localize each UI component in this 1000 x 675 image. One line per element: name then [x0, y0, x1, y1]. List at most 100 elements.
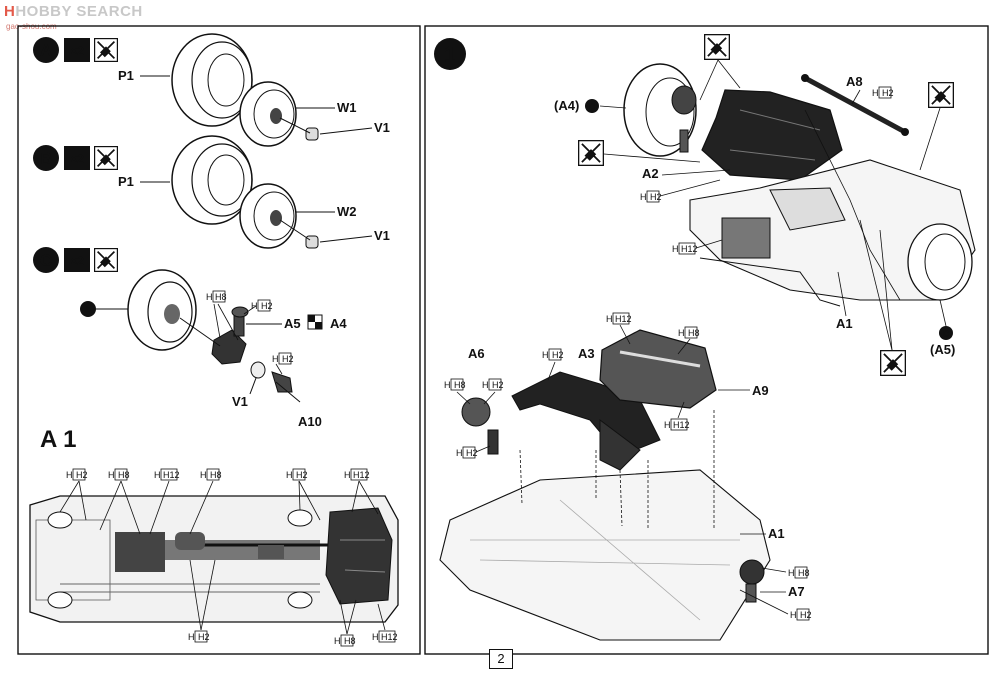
assembly-a-letter: A: [40, 41, 52, 60]
step-number: 1: [444, 42, 456, 67]
label-c-top: C: [589, 102, 596, 112]
paint-h8-c: H8: [215, 292, 227, 302]
svg-text:H8: H8: [118, 470, 130, 480]
svg-text:H: H: [542, 350, 549, 360]
label-a3: A3: [578, 346, 595, 361]
svg-text:H8: H8: [688, 328, 700, 338]
chassis-title: A 1: [40, 426, 76, 453]
svg-text:H: H: [872, 88, 879, 98]
svg-text:H: H: [206, 292, 213, 302]
paint-h2-c2: H2: [282, 354, 294, 364]
svg-text:H: H: [606, 314, 613, 324]
label-v1-a: V1: [374, 120, 390, 135]
cement-icon: [578, 140, 604, 166]
label-a8: A8: [846, 74, 863, 89]
paint-h2-c1: H2: [261, 301, 273, 311]
svg-text:H: H: [664, 420, 671, 430]
paint-a2: H2: [650, 192, 662, 202]
assembly-c: C ×2 A A5 A4 V1 A10 H H8 H H2: [33, 247, 347, 429]
svg-text:H: H: [286, 470, 293, 480]
label-c-bottom: C: [943, 329, 950, 339]
watermark-logo: HHOBBY SEARCH: [4, 3, 143, 20]
cement-icon: [94, 38, 118, 62]
label-a1-top: A1: [836, 316, 853, 331]
watermark-text: HOBBY SEARCH: [15, 3, 143, 20]
label-w2: W2: [337, 204, 357, 219]
svg-text:H12: H12: [353, 470, 370, 480]
label-a7: A7: [788, 584, 805, 599]
cement-icon: [704, 34, 730, 60]
chassis-underside: [29, 495, 399, 623]
wheel-c: [127, 269, 197, 351]
wheel-a: [239, 81, 297, 147]
label-v1-c: V1: [232, 394, 248, 409]
svg-text:H: H: [154, 470, 161, 480]
svg-text:H12: H12: [381, 632, 398, 642]
cement-icon: [94, 248, 118, 272]
tire-a: [171, 33, 253, 127]
label-a4: A4: [330, 316, 347, 331]
sub-ref-a: A: [84, 305, 91, 316]
label-a1-bottom: A1: [768, 526, 785, 541]
front-paint-badges: H H12 H H8 H H8 H H2 H H2 H H2 H H12 H H…: [444, 312, 812, 621]
svg-text:H: H: [334, 636, 341, 646]
svg-text:H8: H8: [344, 636, 356, 646]
wheel-b: [239, 183, 297, 249]
label-a6: A6: [468, 346, 485, 361]
cement-icon: [94, 146, 118, 170]
assembly-c-letter: C: [40, 251, 52, 270]
svg-text:H12: H12: [163, 470, 180, 480]
label-p1-a: P1: [118, 68, 134, 83]
label-p1-b: P1: [118, 174, 134, 189]
front-suspension-assembly: [439, 329, 771, 641]
label-v1-b: V1: [374, 228, 390, 243]
svg-text:H: H: [272, 354, 279, 364]
svg-text:H: H: [251, 301, 258, 311]
assembly-b: B ×2 P1 W2 V1: [33, 135, 390, 249]
svg-text:H2: H2: [492, 380, 504, 390]
rear-suspension-assembly: [623, 63, 976, 307]
assembly-b-letter: B: [40, 149, 52, 168]
svg-text:H: H: [640, 192, 647, 202]
svg-text:H2: H2: [296, 470, 308, 480]
svg-text:H2: H2: [466, 448, 478, 458]
svg-text:H: H: [108, 470, 115, 480]
svg-text:H: H: [66, 470, 73, 480]
tire-b: [171, 135, 253, 225]
svg-text:H12: H12: [615, 314, 632, 324]
label-a4-ref: (A4): [554, 98, 579, 113]
paint-a8: H2: [882, 88, 894, 98]
label-a9: A9: [752, 383, 769, 398]
page-number: 2: [489, 649, 513, 669]
svg-text:H: H: [188, 632, 195, 642]
svg-text:H2: H2: [800, 610, 812, 620]
cement-icon: [880, 350, 906, 376]
svg-text:H: H: [482, 380, 489, 390]
svg-text:H8: H8: [798, 568, 810, 578]
svg-text:H: H: [678, 328, 685, 338]
chassis-paint-top: H H2 H H8 H H12 H H8 H H2 H H12: [59, 468, 379, 535]
svg-text:H8: H8: [210, 470, 222, 480]
svg-text:H: H: [672, 244, 679, 254]
svg-text:H2: H2: [552, 350, 564, 360]
label-a5: A5: [284, 316, 301, 331]
assembly-b-qty: ×2: [70, 152, 84, 166]
svg-text:H: H: [444, 380, 451, 390]
right-panel-border: [424, 25, 989, 655]
svg-text:H: H: [790, 610, 797, 620]
assembly-c-qty: ×2: [70, 254, 84, 268]
label-a10: A10: [298, 414, 322, 429]
left-panel-border: [17, 25, 421, 655]
label-a5-ref: (A5): [930, 342, 955, 357]
svg-text:H12: H12: [673, 420, 690, 430]
label-w1: W1: [337, 100, 357, 115]
svg-text:H: H: [788, 568, 795, 578]
svg-text:H8: H8: [454, 380, 466, 390]
hub-upright: [211, 306, 249, 365]
svg-text:H2: H2: [198, 632, 210, 642]
svg-text:H: H: [456, 448, 463, 458]
svg-text:H: H: [344, 470, 351, 480]
assembly-a: A ×2 P1 W1 V1: [33, 33, 390, 147]
label-a2: A2: [642, 166, 659, 181]
